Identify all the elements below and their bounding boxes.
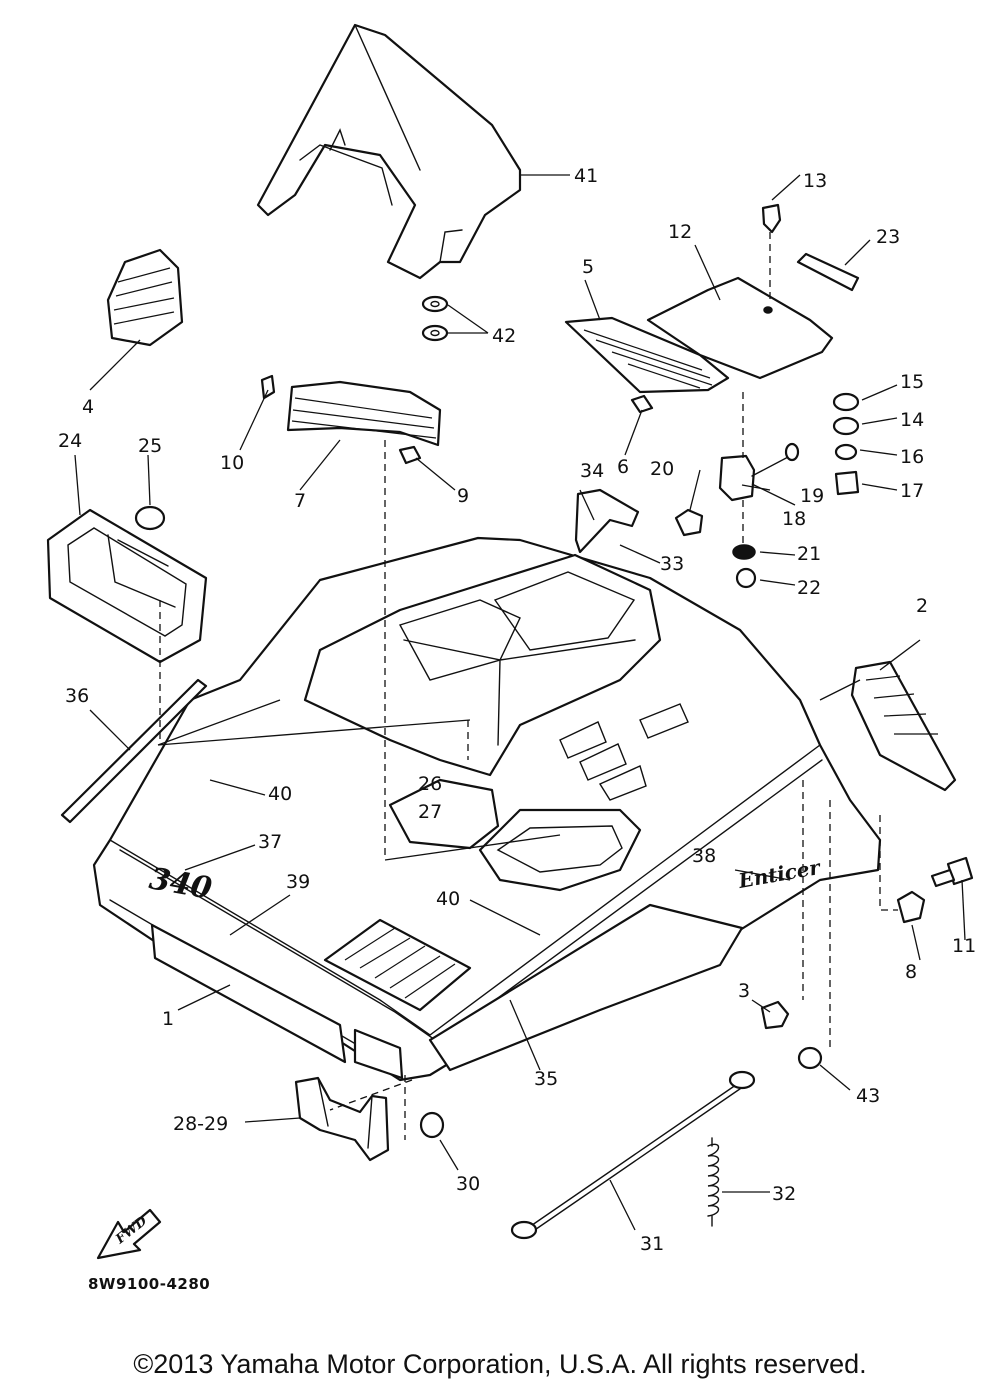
headlight-frame-part [46,508,208,664]
callout-21: 21 [797,543,821,565]
console-panel-part [646,276,834,380]
callout-14: 14 [900,409,924,431]
callout-1: 1 [162,1008,174,1030]
callout-41: 41 [574,165,598,187]
alignment-lines [159,232,898,1140]
callout-18: 18 [782,508,806,530]
callout-40-lower: 40 [436,888,460,910]
grommet-25-part [134,505,166,531]
spring-part [707,1137,720,1227]
callout-25: 25 [138,435,162,457]
callout-7: 7 [294,490,306,512]
nut-43-part [797,1046,823,1070]
center-vent-part [286,380,442,447]
callout-36: 36 [65,685,89,707]
callout-11: 11 [952,935,976,957]
tab-part [574,488,640,554]
callout-22: 22 [797,577,821,599]
callout-31: 31 [640,1233,664,1255]
callout-26: 26 [418,773,442,795]
washer-parts [421,295,449,342]
callout-33: 33 [660,553,684,575]
callout-38: 38 [692,845,716,867]
bolt-13-part [761,203,782,234]
small-fastener-parts [260,374,654,465]
callout-15: 15 [900,371,924,393]
hinge-part [294,1076,390,1162]
side-bolt-parts [896,856,974,924]
callout-39: 39 [286,871,310,893]
callout-3: 3 [738,980,750,1002]
forward-arrow-icon [96,1208,162,1260]
callout-2: 2 [916,595,928,617]
side-panel-part [428,903,744,1072]
callout-5: 5 [582,256,594,278]
callout-42: 42 [492,325,516,347]
callout-20: 20 [650,458,674,480]
trim-strip-part [60,678,208,824]
callout-labels: 1 2 3 4 5 6 7 8 9 10 11 12 13 14 15 16 1… [58,165,976,1255]
dash-vent-part [564,316,730,394]
windshield-part [256,23,522,280]
nut-3-part [760,1000,790,1030]
side-vent-part [850,660,957,792]
callout-19: 19 [800,485,824,507]
callout-28-29: 28-29 [173,1113,228,1135]
cable-part [510,1070,756,1240]
callout-34: 34 [580,460,604,482]
hood-part [92,536,882,1082]
callout-8: 8 [905,961,917,983]
callout-23: 23 [876,226,900,248]
drawing-code: 8W9100-4280 [88,1275,211,1293]
callout-40-upper: 40 [268,783,292,805]
grommet-30-part [419,1111,445,1139]
copyright-notice: ©2013 Yamaha Motor Corporation, U.S.A. A… [133,1349,867,1379]
callout-27: 27 [418,801,442,823]
callout-32: 32 [772,1183,796,1205]
callout-43: 43 [856,1085,880,1107]
callout-6: 6 [617,456,629,478]
callout-13: 13 [803,170,827,192]
bracket-parts [674,442,800,589]
callout-35: 35 [534,1068,558,1090]
callout-24: 24 [58,430,82,452]
callout-10: 10 [220,452,244,474]
callout-16: 16 [900,446,924,468]
rod-23-part [796,252,860,292]
washer-stack-parts [832,392,860,496]
leader-lines [74,174,966,1231]
callout-9: 9 [457,485,469,507]
callout-4: 4 [82,396,94,418]
side-grille-part [106,248,184,347]
callout-17: 17 [900,480,924,502]
callout-37: 37 [258,831,282,853]
callout-30: 30 [456,1173,480,1195]
callout-12: 12 [668,221,692,243]
